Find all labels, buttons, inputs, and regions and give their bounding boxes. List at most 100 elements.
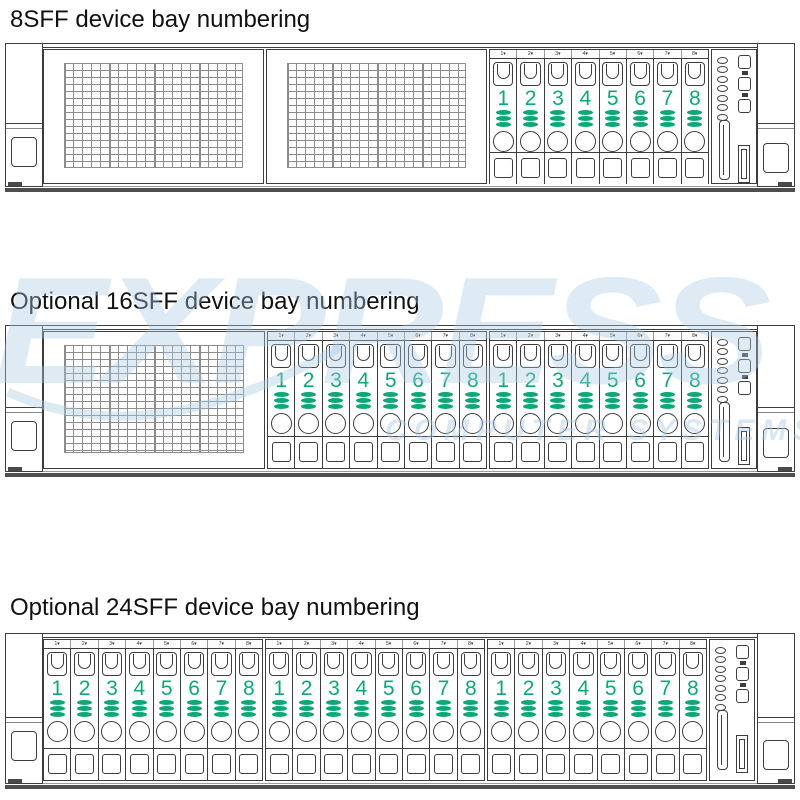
serial-pull-tab[interactable]: [719, 401, 730, 462]
bay-latch-handle: [547, 343, 569, 368]
disk-platter: [577, 121, 593, 127]
drive-bay: 8: [680, 340, 708, 468]
bay-latch-cup: [436, 653, 450, 669]
panel-button[interactable]: [738, 98, 751, 113]
serial-pull-tab[interactable]: [719, 119, 730, 180]
disk-platter: [575, 699, 591, 705]
bay-bottom-section: [517, 151, 544, 184]
disk-platter: [687, 391, 703, 397]
bay-tag: 2▾: [71, 639, 99, 648]
disk-platter: [301, 397, 317, 403]
bay-bottom-section: [350, 435, 377, 468]
bay-tag: 3▾: [323, 331, 351, 340]
bay-bottom-section: [599, 435, 626, 468]
disk-platter: [301, 391, 317, 397]
disk-platter: [632, 391, 648, 397]
ear-divider: [758, 406, 794, 413]
bay-foot: [408, 442, 428, 463]
disk-platter: [550, 397, 566, 403]
diagram-24sff: Optional 24SFF device bay numbering 1▾2▾…: [5, 594, 795, 789]
bay-eject-button: [627, 720, 649, 742]
panel-button[interactable]: [736, 688, 749, 703]
disk-platter: [77, 699, 93, 705]
drive-bay: 4: [571, 58, 599, 184]
bay-foot: [683, 754, 703, 775]
bay-number: 1: [275, 368, 288, 392]
bay-bottom-section: [44, 747, 71, 780]
disk-stack-icon: [381, 699, 397, 718]
vent-hole-grid: [286, 62, 467, 168]
disk-stack-icon: [575, 699, 591, 718]
bay-tag: 7▾: [654, 49, 682, 58]
bay-foot: [184, 754, 204, 775]
disk-platter: [463, 705, 479, 711]
panel-button[interactable]: [738, 76, 751, 91]
vented-blank-panel: [266, 48, 487, 184]
bay-tag: 4▾: [572, 49, 600, 58]
bay-latch-handle: [602, 61, 623, 86]
panel-button[interactable]: [738, 380, 751, 395]
bay-number: 7: [439, 368, 452, 392]
ear-divider: [6, 406, 42, 413]
panel-button[interactable]: [738, 358, 751, 373]
status-led-icon: [717, 75, 728, 83]
disk-platter: [463, 711, 479, 717]
status-led-icon: [717, 104, 728, 112]
disk-stack-icon: [353, 699, 369, 718]
status-led-column: [717, 338, 728, 406]
bay-eject-button: [434, 412, 456, 434]
bay-latch-handle: [156, 651, 177, 676]
bay-latch-cup: [329, 345, 343, 361]
bay-bottom-section: [402, 747, 430, 780]
drive-bay: 5: [596, 648, 624, 780]
panel-icon: [741, 352, 748, 357]
disk-platter: [213, 699, 229, 705]
bay-tag-rail: 1▾2▾3▾4▾5▾6▾7▾8▾: [268, 331, 486, 341]
bay-latch-cup: [576, 653, 590, 669]
bay-foot: [381, 442, 401, 463]
status-led-icon: [717, 357, 728, 365]
bay-bottom-section: [71, 747, 98, 780]
bay-bottom-section: [597, 747, 624, 780]
drive-bay: 5: [598, 58, 626, 184]
bay-bottom-section: [268, 435, 295, 468]
bay-bottom-section: [459, 435, 486, 468]
disk-stack-icon: [603, 699, 619, 718]
bay-latch-cup: [50, 653, 64, 669]
bay-latch-handle: [657, 61, 678, 86]
disk-stack-icon: [355, 391, 371, 410]
disk-platter: [328, 391, 344, 397]
bay-latch-cup: [631, 653, 645, 669]
panel-button[interactable]: [736, 644, 749, 659]
bay-number: 4: [579, 86, 592, 110]
drive-bay: 8: [456, 648, 484, 780]
serial-pull-tab[interactable]: [717, 709, 728, 770]
panel-button[interactable]: [738, 336, 751, 351]
disk-platter: [410, 391, 426, 397]
bay-latch-cup: [522, 653, 536, 669]
bay-latch-handle: [520, 61, 541, 86]
status-led-icon: [715, 646, 726, 654]
bay-bottom-section: [570, 747, 597, 780]
bay-eject-button: [405, 720, 427, 742]
disk-stack-icon: [659, 109, 675, 128]
disk-platter: [521, 699, 537, 705]
bay-foot: [493, 442, 513, 463]
bay-latch-handle: [629, 61, 651, 86]
disk-platter: [605, 121, 621, 127]
disk-platter: [630, 699, 646, 705]
bay-number: 5: [382, 676, 395, 700]
panel-button[interactable]: [738, 54, 751, 69]
bay-latch-handle: [407, 343, 429, 368]
bay-eject-button: [629, 412, 651, 434]
bay-tag-rail: 1▾2▾3▾4▾5▾6▾7▾8▾: [490, 331, 708, 341]
bay-foot: [493, 158, 513, 179]
disk-stack-icon: [687, 391, 703, 410]
bay-number: 1: [497, 368, 510, 392]
bay-eject-button: [602, 412, 624, 434]
disk-platter: [632, 121, 648, 127]
panel-button[interactable]: [736, 666, 749, 681]
bay-bottom-section: [681, 435, 708, 468]
